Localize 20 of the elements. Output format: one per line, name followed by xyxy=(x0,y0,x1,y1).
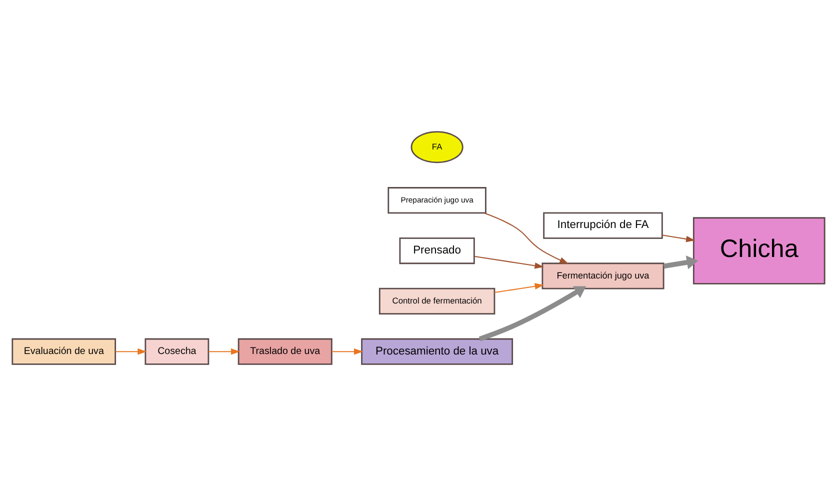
arrow xyxy=(494,283,544,293)
arrow xyxy=(474,256,544,269)
node-box: Evaluación de uva xyxy=(12,338,116,365)
arrow xyxy=(116,348,147,355)
node-box: Fermentación jugo uva xyxy=(542,262,664,290)
arrow xyxy=(484,212,569,264)
node-ellipse: FA xyxy=(410,131,464,164)
node-box: Control de fermentación xyxy=(378,288,496,314)
arrow xyxy=(663,256,698,270)
node-box: Preparación jugo uva xyxy=(388,187,486,214)
node-box: Procesamiento de la uva xyxy=(361,338,514,365)
node-box: Cosecha xyxy=(144,338,210,365)
arrow xyxy=(478,286,586,342)
arrow xyxy=(332,348,364,355)
node-box: Interrupción de FA xyxy=(543,212,663,239)
node-box: Traslado de uva xyxy=(238,338,332,365)
arrow xyxy=(208,348,240,355)
arrow xyxy=(662,234,696,242)
node-box: Chicha xyxy=(692,217,826,284)
node-box: Prensado xyxy=(399,237,475,264)
